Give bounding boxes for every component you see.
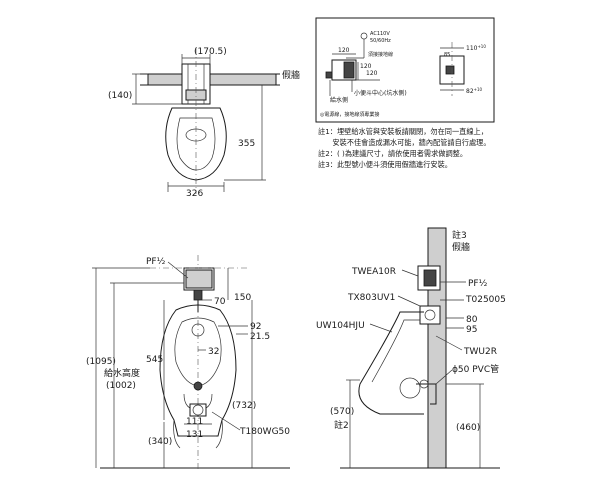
side-dim-95: 95 <box>466 325 477 335</box>
dim-1002: (1002) <box>106 381 136 391</box>
false-wall-band <box>147 73 277 86</box>
inset-d110: 110+10 <box>466 44 486 52</box>
notes: 註1：埋壁給水管與安裝板請關閉，勿在同一直線上， 安裝不佳會造成漏水可能，牆內配… <box>318 127 491 169</box>
inset-ground: 須接接地線 <box>368 51 393 58</box>
inset-d120c: 120 <box>366 70 378 77</box>
dim-545: 545 <box>146 355 163 365</box>
urinal-side-profile <box>358 311 424 415</box>
inset-freq: 50/60Hz <box>370 38 391 44</box>
dim-131: 131 <box>186 430 203 440</box>
dim-bowl-height: 355 <box>238 139 255 149</box>
inset-supply-label: 給水側 <box>330 96 348 104</box>
part-trap-label: TWU2R <box>463 347 497 357</box>
bowl-outline-front <box>159 304 237 437</box>
top-view: (170.5) (140) 假牆 355 326 <box>108 47 300 199</box>
pipe-label: ϕ50 PVC管 <box>452 363 499 375</box>
label-false-wall: 假牆 <box>282 69 300 81</box>
part-flange-label: T025005 <box>465 295 506 305</box>
inset-d120a: 120 <box>338 47 350 54</box>
inset-d120b: 120 <box>360 63 372 70</box>
side-dim-570: (570) <box>330 407 354 417</box>
side-dim-460: (460) <box>456 423 480 433</box>
inset-frame <box>315 17 495 123</box>
dim-732: (732) <box>232 401 256 411</box>
dim-340: (340) <box>148 437 172 447</box>
part-sensor-label: TWEA10R <box>351 267 396 277</box>
dim-150: 150 <box>234 293 251 303</box>
dim-top-width: (170.5) <box>194 47 227 57</box>
part-urinal-label: UW104HJU <box>316 321 365 331</box>
dim-wall-depth: (140) <box>108 91 132 101</box>
inset-legend: ◎電源線，接地線須專業接 <box>320 111 379 118</box>
dim-bowl-width: 326 <box>186 189 203 199</box>
note-1b: 安裝不佳會造成漏水可能，牆內配管請自行處理。 <box>318 138 491 147</box>
inset-d85: 85 <box>444 52 450 58</box>
inset-center-label: 小便斗中心(坑水側) <box>354 89 407 97</box>
inset-power: AC110V <box>370 31 390 37</box>
side-note3: 註3 <box>452 229 467 241</box>
side-false-wall-label: 假牆 <box>452 241 470 253</box>
note-3: 註3：此型號小便斗須使用假牆進行安裝。 <box>318 160 452 169</box>
front-pf-label: PF½ <box>146 257 166 267</box>
part-valve-label: TX803UV1 <box>347 293 395 303</box>
side-note2: 註2 <box>334 419 349 431</box>
dim-32: 32 <box>208 347 219 357</box>
side-pf-label: PF½ <box>468 279 488 289</box>
part-drain-label: T180WG50 <box>239 427 290 437</box>
side-dim-80: 80 <box>466 315 478 325</box>
note-2: 註2：( )為建議尺寸，請依使用者需求做調整。 <box>318 149 467 158</box>
inset-d82: 82+10 <box>466 87 483 95</box>
dim-92: 92 <box>250 322 261 332</box>
label-supply-height: 給水高度 <box>104 367 140 379</box>
power-inset: AC110V 50/60Hz 須接接地線 120 120 120 給水側 小便斗… <box>315 17 495 123</box>
dim-1095: (1095) <box>86 357 116 367</box>
dim-70: 70 <box>214 297 226 307</box>
side-view: 註3 假牆 TWEA10R PF½ TX803UV1 T025005 80 95… <box>316 227 506 469</box>
note-1a: 註1：埋壁給水管與安裝板請關閉，勿在同一直線上， <box>318 127 488 136</box>
dim-111: 111 <box>186 417 203 427</box>
dim-21-5: 21.5 <box>250 332 270 342</box>
front-view: PF½ 150 70 92 21.5 32 545 (1095) 給水高度 (1… <box>86 255 290 470</box>
false-wall-side <box>427 227 447 469</box>
